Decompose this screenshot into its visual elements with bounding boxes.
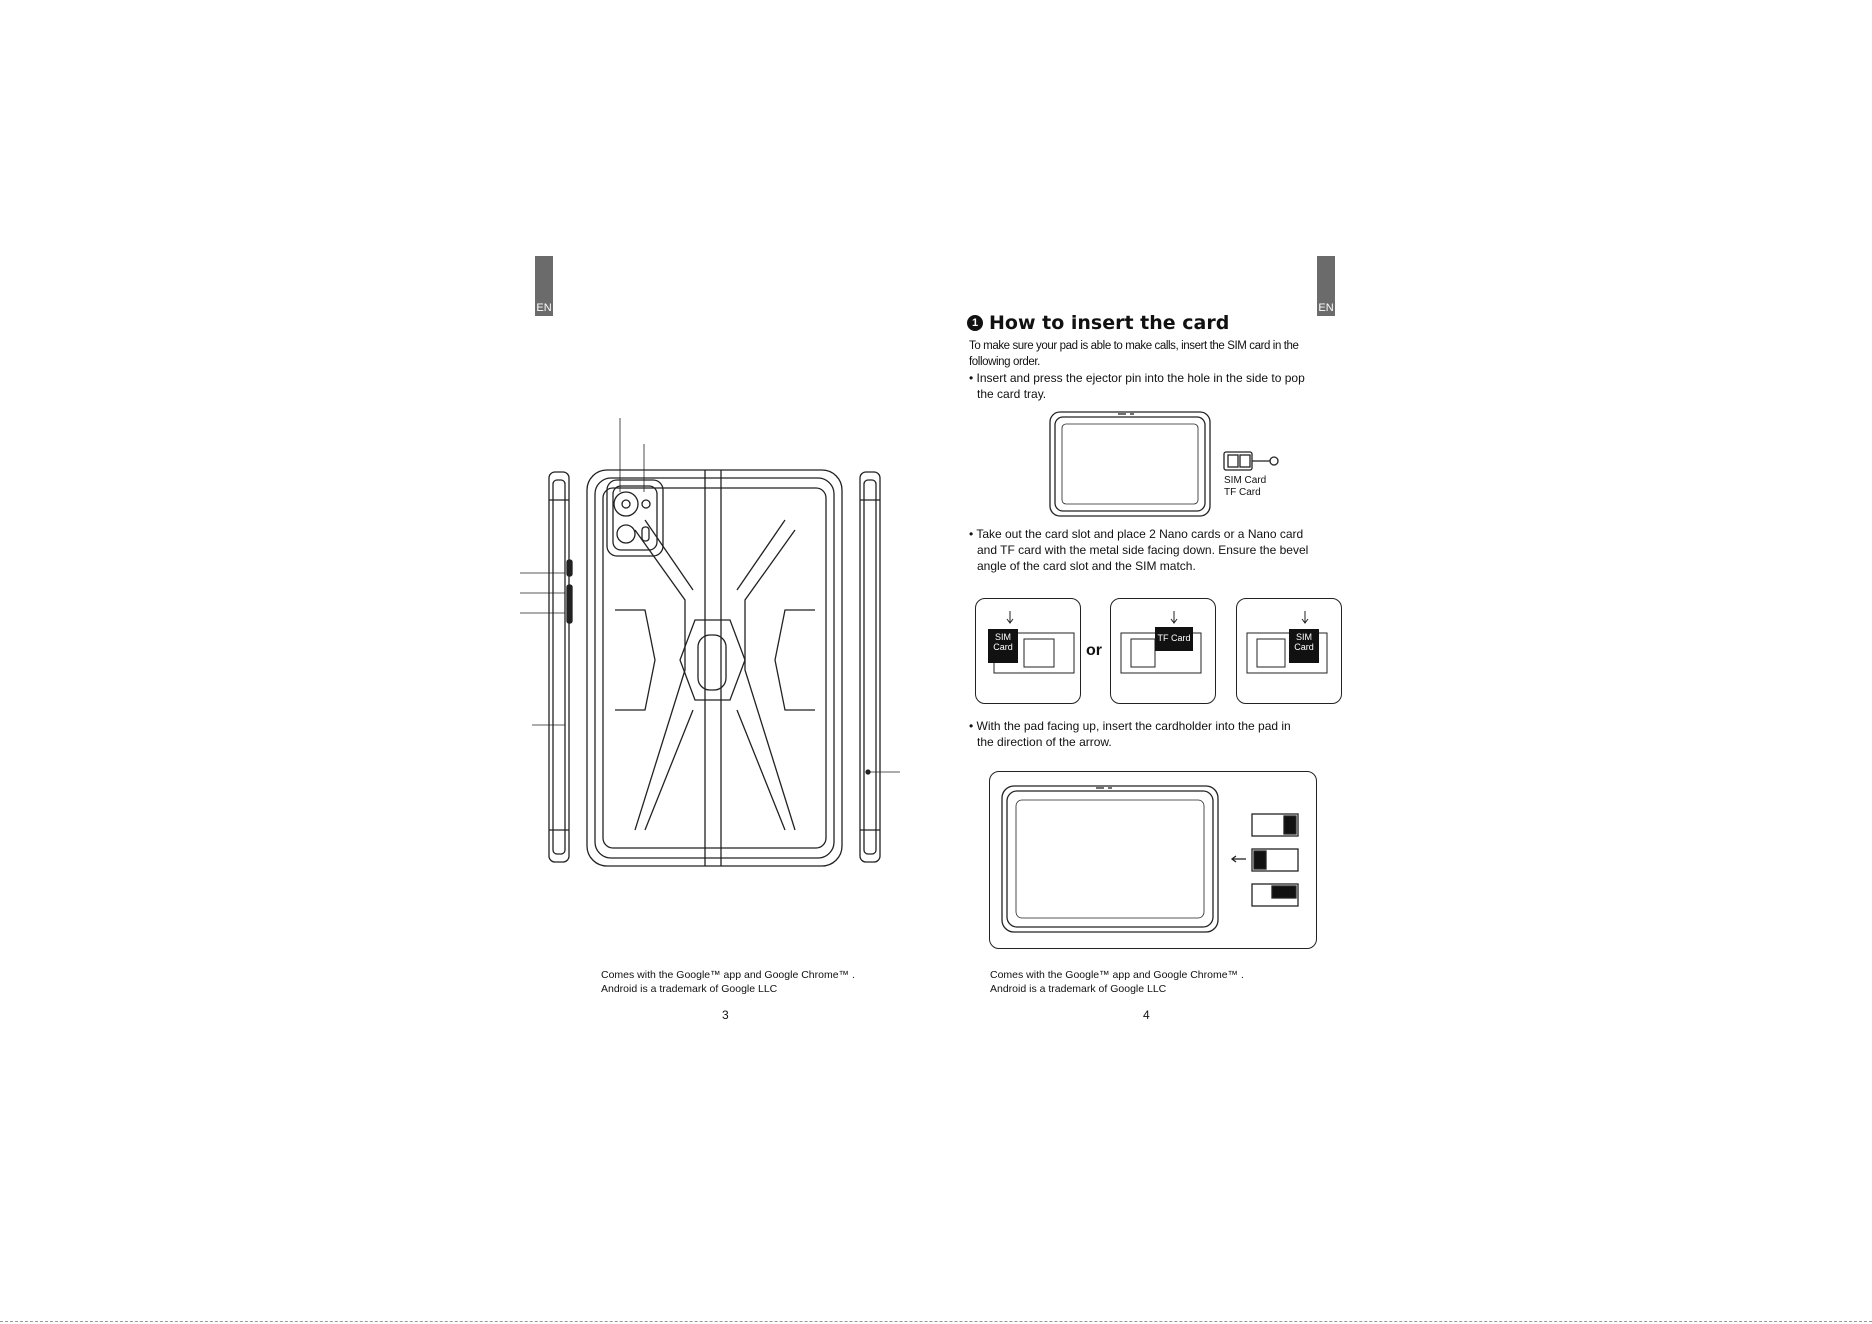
footer-line-1: Comes with the Google™ app and Google Ch… — [990, 969, 1244, 981]
step-3-text: • With the pad facing up, insert the car… — [969, 718, 1291, 750]
tray-card-label: SIM Card — [993, 632, 1013, 652]
tray-card-label: SIM Card — [1294, 632, 1314, 652]
footer-note-left: Comes with the Google™ app and Google Ch… — [601, 968, 855, 996]
footer-line-2: Android is a trademark of Google LLC — [601, 983, 778, 995]
language-tab-label: EN — [536, 302, 552, 314]
tray-card-tf: TF Card — [1155, 627, 1193, 651]
step-2-line-3: angle of the card slot and the SIM match… — [977, 559, 1196, 573]
step-1-line-2: the card tray. — [977, 387, 1047, 401]
intro-paragraph: To make sure your pad is able to make ca… — [969, 338, 1299, 370]
tray-card-sim: SIM Card — [988, 629, 1018, 663]
card-tray-diagram — [1246, 611, 1328, 674]
footer-note-right: Comes with the Google™ app and Google Ch… — [990, 968, 1244, 996]
figure-1-labels: SIM Card TF Card — [1224, 475, 1266, 499]
page-number-left: 3 — [722, 1008, 729, 1022]
step-2-line-2: and TF card with the metal side facing d… — [977, 543, 1309, 557]
language-tab-right: EN — [1317, 256, 1335, 316]
tray-box-tf: TF Card — [1110, 598, 1216, 704]
tray-card-sim-2: SIM Card — [1289, 629, 1319, 663]
scan-edge-line — [0, 1321, 1872, 1322]
language-tab-label: EN — [1318, 302, 1334, 314]
step-3-line-2: the direction of the arrow. — [977, 735, 1112, 749]
page-number-right: 4 — [1143, 1008, 1150, 1022]
intro-line-1: To make sure your pad is able to make ca… — [969, 340, 1299, 352]
step-1-line-1: • Insert and press the ejector pin into … — [969, 371, 1305, 385]
insert-tray-figure — [989, 771, 1317, 949]
tray-card-label: TF Card — [1157, 633, 1191, 643]
step-1-text: • Insert and press the ejector pin into … — [969, 370, 1305, 402]
tray-box-sim: SIM Card — [975, 598, 1081, 704]
sim-card-label: SIM Card — [1224, 475, 1267, 486]
language-tab-left: EN — [535, 256, 553, 316]
step-2-line-1: • Take out the card slot and place 2 Nan… — [969, 527, 1304, 541]
or-label: or — [1086, 642, 1102, 659]
intro-line-2: following order. — [969, 356, 1040, 368]
tray-box-sim-2: SIM Card — [1236, 598, 1342, 704]
section-title: How to insert the card — [989, 312, 1230, 334]
tf-card-label: TF Card — [1224, 487, 1261, 498]
step-3-line-1: • With the pad facing up, insert the car… — [969, 719, 1291, 733]
footer-line-2: Android is a trademark of Google LLC — [990, 983, 1167, 995]
footer-line-1: Comes with the Google™ app and Google Ch… — [601, 969, 855, 981]
tablet-back-diagram — [520, 418, 900, 867]
tablet-eject-figure — [1049, 411, 1279, 517]
section-heading: 1 How to insert the card — [967, 312, 1229, 334]
section-number-badge: 1 — [967, 315, 983, 331]
tablet-with-trays-diagram — [1001, 785, 1299, 933]
step-2-text: • Take out the card slot and place 2 Nan… — [969, 526, 1308, 574]
